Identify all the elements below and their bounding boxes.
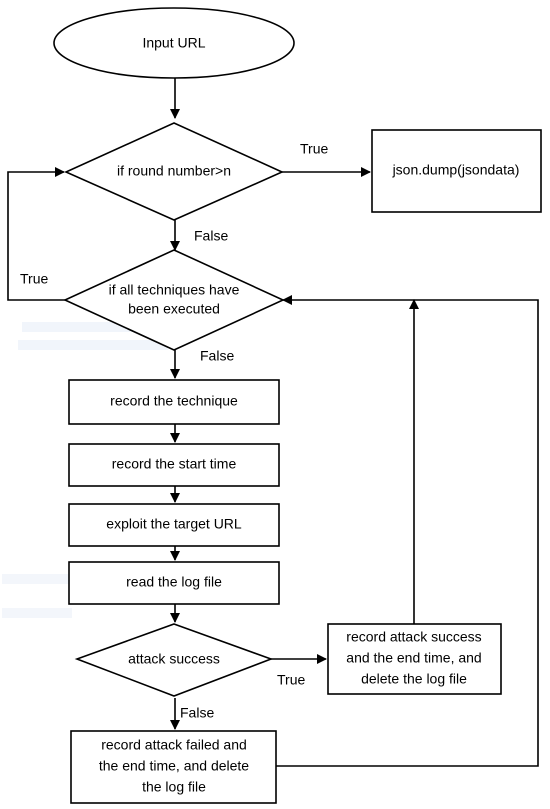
node-dump: json.dump(jsondata) (371, 129, 542, 213)
node-failed-line2: the end time, and delete (99, 758, 249, 774)
node-all-done: if all techniques have been executed (63, 249, 285, 351)
node-success: record attack success and the end time, … (327, 623, 502, 695)
node-attack-check-label: attack success (128, 651, 220, 667)
node-read-log-label: read the log file (126, 574, 222, 590)
node-start: Input URL (53, 7, 295, 79)
edge-labels: True False True False True False (20, 141, 328, 721)
edge-label-all-true: True (20, 271, 48, 287)
node-record-start: record the start time (68, 443, 280, 487)
node-failed: record attack failed and the end time, a… (70, 730, 277, 804)
node-failed-line1: record attack failed and (101, 737, 247, 753)
node-all-done-line1: if all techniques have (109, 282, 240, 298)
node-record-technique: record the technique (68, 379, 280, 425)
node-exploit-label: exploit the target URL (106, 516, 242, 532)
node-success-line1: record attack success (346, 629, 481, 645)
node-start-label: Input URL (142, 35, 205, 51)
node-record-start-label: record the start time (112, 456, 237, 472)
edge-label-attack-true: True (277, 672, 305, 688)
node-failed-line3: the log file (142, 779, 206, 795)
edge-label-round-false: False (194, 228, 228, 244)
edge-label-all-false: False (200, 348, 234, 364)
node-record-technique-label: record the technique (110, 393, 238, 409)
node-exploit: exploit the target URL (68, 503, 280, 547)
node-success-line3: delete the log file (361, 671, 467, 687)
node-read-log: read the log file (68, 561, 280, 605)
edge-all-true-loop (7, 167, 67, 301)
edge-failed-loop (276, 295, 539, 767)
node-attack-check: attack success (74, 623, 274, 697)
node-success-line2: and the end time, and (346, 650, 481, 666)
node-all-done-line2: been executed (128, 301, 220, 317)
node-round-check-label: if round number>n (117, 163, 231, 179)
edges (7, 78, 539, 767)
edge-label-round-true: True (300, 141, 328, 157)
node-round-check: if round number>n (64, 122, 284, 221)
edge-label-attack-false: False (180, 705, 214, 721)
node-dump-label: json.dump(jsondata) (392, 162, 520, 178)
